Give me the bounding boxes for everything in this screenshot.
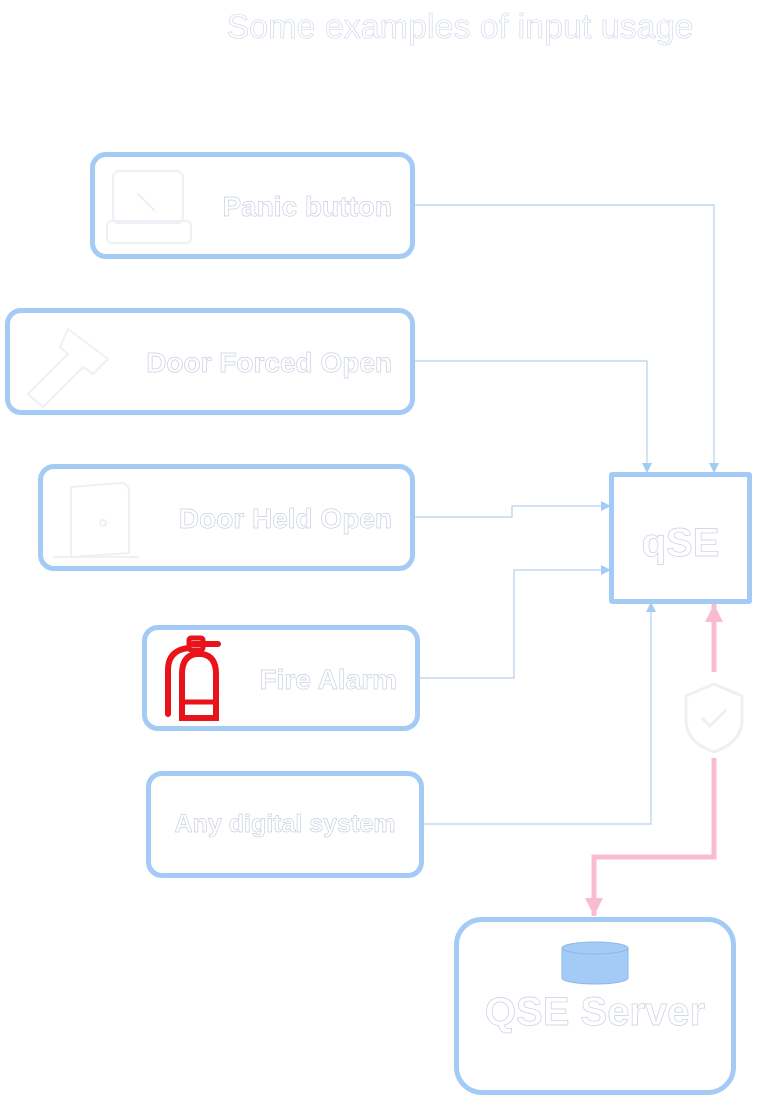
input-label-any-digital-system: Any digital system <box>174 810 396 839</box>
connector-panic-button <box>414 204 719 473</box>
input-label-fire-alarm: Fire Alarm <box>259 664 397 696</box>
shield-check-icon <box>684 682 744 754</box>
fire-extinguisher-icon <box>165 635 221 721</box>
connector-door-forced <box>414 360 652 473</box>
qse-server-node[interactable]: QSE Server <box>454 917 736 1095</box>
qse-hub-node[interactable]: qSE <box>609 472 752 604</box>
input-node-panic-button[interactable]: Panic button <box>90 152 415 259</box>
door-held-icon <box>53 481 139 559</box>
input-node-door-held-open[interactable]: Door Held Open <box>38 464 415 571</box>
qse-server-label: QSE Server <box>484 990 706 1035</box>
input-node-any-digital-system[interactable]: Any digital system <box>146 771 424 878</box>
input-node-fire-alarm[interactable]: Fire Alarm <box>142 625 420 731</box>
secure-connector-down <box>585 758 717 916</box>
input-label-panic-button: Panic button <box>222 191 392 223</box>
connector-digital-system <box>423 602 656 825</box>
diagram-title: Some examples of input usage <box>226 8 694 47</box>
input-node-door-forced-open[interactable]: Door Forced Open <box>5 308 415 415</box>
connector-fire-alarm <box>419 565 611 679</box>
qse-hub-label: qSE <box>641 521 720 566</box>
panic-button-icon <box>106 170 192 244</box>
input-label-door-held-open: Door Held Open <box>178 503 393 535</box>
database-icon <box>561 941 629 985</box>
connector-door-held <box>414 501 611 518</box>
input-label-door-forced-open: Door Forced Open <box>146 347 392 379</box>
door-forced-icon <box>26 327 110 409</box>
